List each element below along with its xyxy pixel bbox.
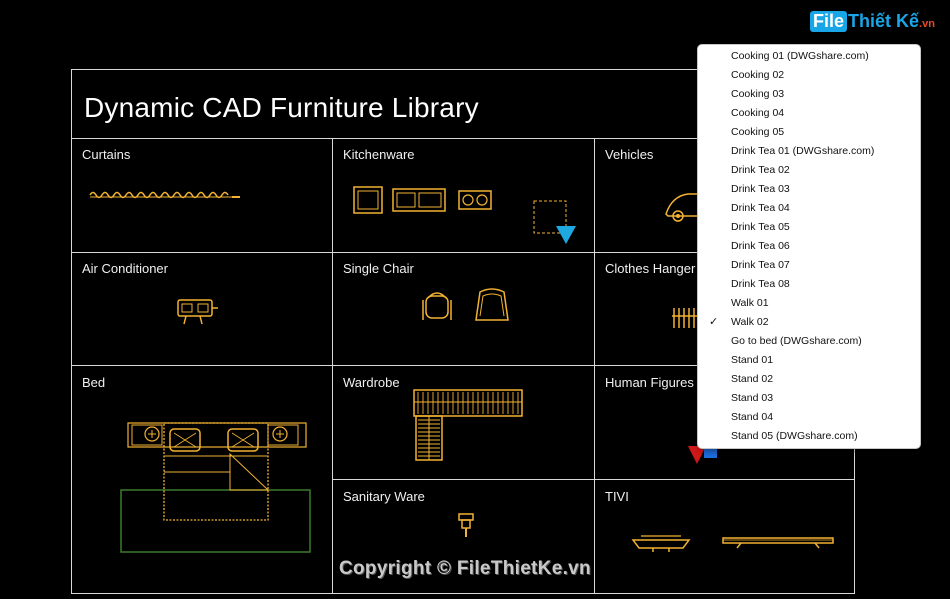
visibility-state-menu[interactable]: Cooking 01 (DWGshare.com) Cooking 02 Cooki… [697, 44, 921, 449]
menu-item-label: Drink Tea 03 [731, 183, 790, 195]
cell-label-bed: Bed [82, 375, 106, 390]
menu-item-label: Drink Tea 08 [731, 278, 790, 290]
cell-label-clothes-hanger: Clothes Hanger R [605, 261, 709, 276]
menu-item-label: Stand 05 (DWGshare.com) [731, 430, 858, 442]
menu-item[interactable]: Stand 05 (DWGshare.com) [698, 427, 920, 446]
cell-label-curtains: Curtains [82, 147, 131, 162]
menu-item-label: Cooking 04 [731, 107, 785, 119]
menu-item[interactable]: Cooking 02 [698, 66, 920, 85]
menu-item[interactable]: Cooking 01 (DWGshare.com) [698, 47, 920, 66]
sanitary-ware-symbol[interactable] [456, 511, 478, 539]
grid-line [71, 365, 855, 366]
cell-label-human-figures: Human Figures [605, 375, 694, 390]
menu-item[interactable]: ✓ Walk 02 [698, 313, 920, 332]
menu-item[interactable]: Drink Tea 04 [698, 199, 920, 218]
cell-label-single-chair: Single Chair [343, 261, 414, 276]
vehicles-symbol[interactable] [662, 186, 702, 226]
menu-item-label: Drink Tea 06 [731, 240, 790, 252]
menu-item[interactable]: Cooking 03 [698, 85, 920, 104]
grid-line [332, 479, 855, 480]
cell-label-vehicles: Vehicles [605, 147, 654, 162]
menu-item[interactable]: Drink Tea 03 [698, 180, 920, 199]
menu-item-label: Drink Tea 04 [731, 202, 790, 214]
grid-line [594, 138, 595, 594]
menu-item-label: Walk 01 [731, 297, 769, 309]
menu-item[interactable]: Cooking 05 [698, 123, 920, 142]
kitchenware-selection-box[interactable] [530, 198, 580, 248]
menu-item-label: Stand 03 [731, 392, 774, 404]
menu-item-label: Drink Tea 02 [731, 164, 790, 176]
bed-symbol[interactable] [118, 420, 312, 556]
cell-label-kitchenware: Kitchenware [343, 147, 415, 162]
menu-item[interactable]: Stand 02 [698, 370, 920, 389]
menu-item[interactable]: Drink Tea 08 [698, 275, 920, 294]
air-conditioner-symbol[interactable] [174, 296, 220, 326]
menu-item[interactable]: Drink Tea 06 [698, 237, 920, 256]
curtains-symbol[interactable] [88, 188, 244, 202]
grid-line [71, 138, 855, 139]
grid-line [332, 138, 333, 594]
menu-item[interactable]: Drink Tea 02 [698, 161, 920, 180]
menu-item[interactable]: Stand 03 [698, 389, 920, 408]
menu-item[interactable]: Cooking 04 [698, 104, 920, 123]
clothes-hanger-symbol[interactable] [670, 306, 700, 330]
menu-item[interactable]: Stand 01 [698, 351, 920, 370]
tivi-symbol-large[interactable] [719, 532, 837, 550]
copyright-watermark: Copyright © FileThietKe.vn [339, 558, 591, 579]
menu-item[interactable]: Drink Tea 07 [698, 256, 920, 275]
logo-domain: .vn [919, 18, 935, 30]
menu-item-label: Drink Tea 01 (DWGshare.com) [731, 145, 875, 157]
menu-item[interactable]: Go to bed (DWGshare.com) [698, 332, 920, 351]
cell-label-air-conditioner: Air Conditioner [82, 261, 168, 276]
menu-item[interactable]: Stand 04 [698, 408, 920, 427]
menu-item-label: Walk 02 [731, 316, 769, 328]
menu-item-label: Drink Tea 05 [731, 221, 790, 233]
menu-item-label: Cooking 03 [731, 88, 785, 100]
logo-file-badge: File [810, 11, 848, 32]
kitchenware-symbol[interactable] [352, 185, 492, 217]
page-title: Dynamic CAD Furniture Library [84, 92, 479, 123]
tivi-symbol-small[interactable] [631, 531, 691, 553]
checkmark-icon: ✓ [709, 316, 719, 328]
menu-item-label: Cooking 02 [731, 69, 785, 81]
cell-label-sanitary-ware: Sanitary Ware [343, 489, 425, 504]
grid-line [71, 252, 855, 253]
menu-item-label: Cooking 05 [731, 126, 785, 138]
menu-item-label: Cooking 01 (DWGshare.com) [731, 50, 869, 62]
menu-item-label: Stand 02 [731, 373, 774, 385]
cell-label-tivi: TIVI [605, 489, 629, 504]
menu-item-label: Stand 04 [731, 411, 774, 423]
menu-item-label: Stand 01 [731, 354, 774, 366]
wardrobe-symbol[interactable] [412, 388, 526, 462]
menu-item[interactable]: Drink Tea 05 [698, 218, 920, 237]
menu-item-label: Go to bed (DWGshare.com) [731, 335, 862, 347]
logo-text: Thiết Kế [848, 11, 920, 31]
single-chair-symbol[interactable] [420, 286, 512, 326]
menu-item[interactable]: Drink Tea 01 (DWGshare.com) [698, 142, 920, 161]
menu-item[interactable]: Walk 01 [698, 294, 920, 313]
menu-item-label: Drink Tea 07 [731, 259, 790, 271]
cell-label-wardrobe: Wardrobe [343, 375, 400, 390]
